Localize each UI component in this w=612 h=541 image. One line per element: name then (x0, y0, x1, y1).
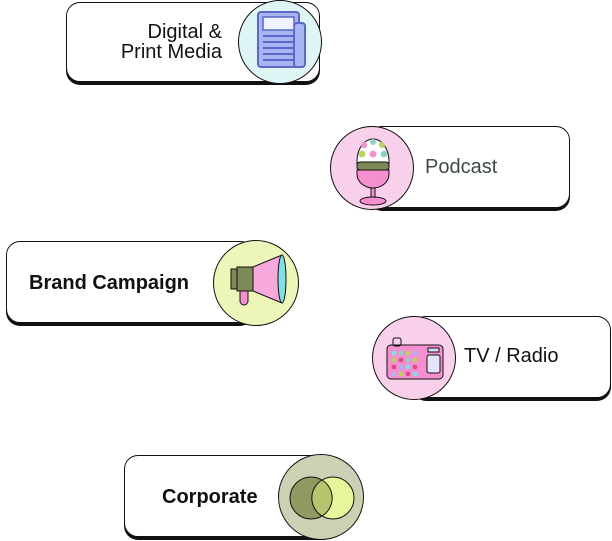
newspaper-icon (238, 0, 322, 84)
venn-circles-icon (278, 454, 364, 540)
card-label-line2: Print Media (120, 41, 222, 63)
radio-icon (372, 316, 456, 400)
card-brand-campaign[interactable]: Brand Campaign (6, 241, 254, 323)
card-label: Podcast (425, 156, 498, 178)
megaphone-icon (213, 240, 299, 326)
microphone-icon (330, 126, 414, 210)
card-label: Brand Campaign (29, 272, 190, 294)
card-label: TV / Radio (464, 345, 559, 367)
card-label-line1: Digital & (147, 21, 222, 43)
card-label: Corporate (162, 486, 258, 508)
